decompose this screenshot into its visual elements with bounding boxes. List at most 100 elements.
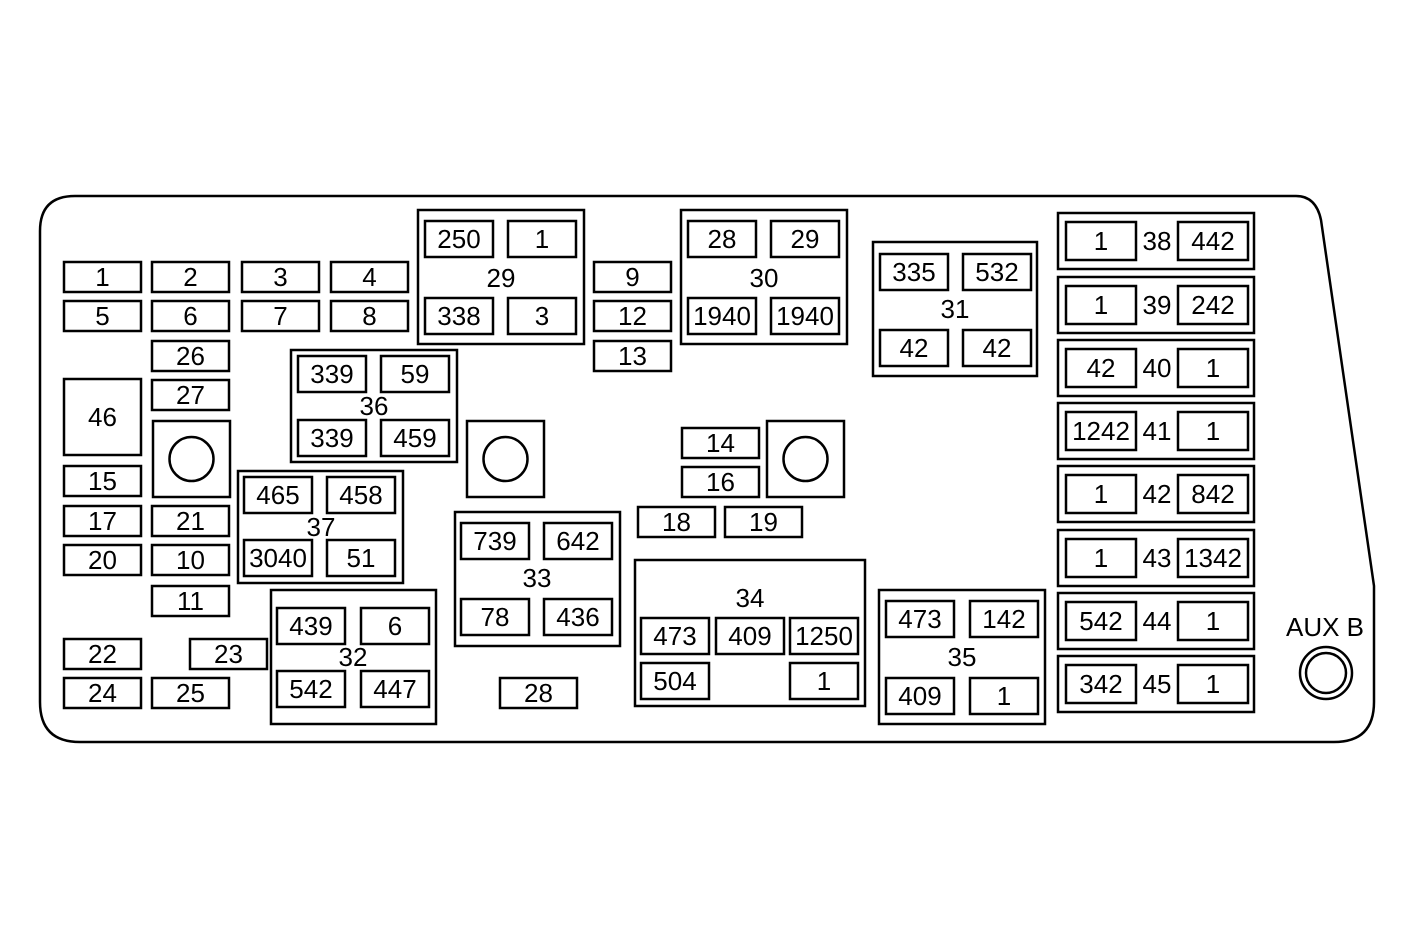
relay-2-cell-1-label: 532 bbox=[975, 257, 1018, 287]
relay-5-cell-2-label: 78 bbox=[481, 602, 510, 632]
fuse-5-label: 6 bbox=[183, 301, 197, 331]
fuse-28-box bbox=[498, 676, 579, 710]
fuse-18-label: 23 bbox=[214, 639, 243, 669]
fuse-21-box bbox=[592, 260, 673, 294]
relay-6-cell-3-box bbox=[359, 669, 431, 709]
relay-3-cell-0-label: 339 bbox=[310, 359, 353, 389]
fuse-9-box bbox=[150, 378, 231, 412]
relay-4-cell-2-label: 3040 bbox=[249, 543, 307, 573]
side-relay-5-id: 43 bbox=[1143, 543, 1172, 573]
side-relay-1-left-box bbox=[1064, 284, 1138, 326]
side-relay-1-right-label: 242 bbox=[1191, 290, 1234, 320]
side-relay-5-left-label: 1 bbox=[1094, 543, 1108, 573]
relay-7-cell-2-label: 1250 bbox=[795, 621, 853, 651]
side-relay-0-right-box bbox=[1176, 220, 1250, 262]
fuse-1-label: 2 bbox=[183, 262, 197, 292]
relay-3-id: 36 bbox=[360, 391, 389, 421]
mount-hole-2 bbox=[782, 435, 829, 483]
relay-7-cell-1-box bbox=[714, 616, 786, 656]
relay-1-cell-2-box bbox=[686, 296, 758, 336]
fuse-26-label: 18 bbox=[662, 507, 691, 537]
relay-7-cell-3-label: 504 bbox=[653, 666, 696, 696]
side-relay-5-right-label: 1342 bbox=[1184, 543, 1242, 573]
side-relay-2-right-box bbox=[1176, 347, 1250, 389]
relay-8-cell-0-box bbox=[884, 599, 956, 639]
side-relay-2-left-box bbox=[1064, 347, 1138, 389]
side-relay-3-left-label: 1242 bbox=[1072, 416, 1130, 446]
aux-b-stud-outer bbox=[1298, 645, 1354, 701]
side-relay-0-id: 38 bbox=[1143, 226, 1172, 256]
fuse-16-box bbox=[150, 584, 231, 618]
fuse-17-label: 22 bbox=[88, 639, 117, 669]
mount-hole-1 bbox=[482, 435, 529, 483]
relay-1-cell-2-label: 1940 bbox=[693, 301, 751, 331]
relay-7-cell-4-label: 1 bbox=[817, 666, 831, 696]
side-relay-4-left-box bbox=[1064, 473, 1138, 515]
fuse-9-label: 27 bbox=[176, 380, 205, 410]
fuse-5-box bbox=[150, 299, 231, 333]
relay-6-cell-2-label: 542 bbox=[289, 674, 332, 704]
fuse-11-label: 15 bbox=[88, 466, 117, 496]
relay-7-cell-1-label: 409 bbox=[728, 621, 771, 651]
relay-7-cell-0-box bbox=[639, 616, 711, 656]
relay-0-id: 29 bbox=[487, 263, 516, 293]
relay-8-cell-1-label: 142 bbox=[982, 604, 1025, 634]
side-relay-3-left-box bbox=[1064, 410, 1138, 452]
fuse-28-label: 28 bbox=[524, 678, 553, 708]
side-relay-0-left-box bbox=[1064, 220, 1138, 262]
relay-1-cell-0-box bbox=[686, 219, 758, 259]
relay-0-cell-2-box bbox=[423, 296, 495, 336]
fuse-2-box bbox=[240, 260, 321, 294]
relay-2-cell-3-box bbox=[961, 328, 1033, 368]
relay-7-cell-3-box bbox=[639, 661, 711, 701]
side-relay-6-right-label: 1 bbox=[1206, 606, 1220, 636]
relay-0-cell-0-label: 250 bbox=[437, 224, 480, 254]
relay-3-cell-2-label: 339 bbox=[310, 423, 353, 453]
fuse-27-box bbox=[723, 505, 804, 539]
fuse-14-label: 21 bbox=[176, 506, 205, 536]
relay-5-cell-0-box bbox=[459, 521, 531, 561]
fuse-17-box bbox=[62, 637, 143, 671]
fuse-4-label: 5 bbox=[95, 301, 109, 331]
side-relay-4-right-box bbox=[1176, 473, 1250, 515]
side-relay-4-left-label: 1 bbox=[1094, 479, 1108, 509]
fuse-14-box bbox=[150, 504, 231, 538]
relay-6-cell-2-box bbox=[275, 669, 347, 709]
fuse-21-label: 9 bbox=[625, 262, 639, 292]
side-relay-7-right-box bbox=[1176, 663, 1250, 705]
fuse-12-box bbox=[62, 504, 143, 538]
relay-0-cell-3-box bbox=[506, 296, 578, 336]
relay-8-cell-3-label: 1 bbox=[997, 681, 1011, 711]
mount-post-1 bbox=[465, 419, 546, 499]
relay-4-cell-1-label: 458 bbox=[339, 480, 382, 510]
relay-0-cell-0-box bbox=[423, 219, 495, 259]
side-relay-2-left-label: 42 bbox=[1087, 353, 1116, 383]
relay-5-cell-0-label: 739 bbox=[473, 526, 516, 556]
side-relay-3-right-box bbox=[1176, 410, 1250, 452]
relay-3-cell-0-box bbox=[296, 354, 368, 394]
side-relay-2-right-label: 1 bbox=[1206, 353, 1220, 383]
side-relay-0-right-label: 442 bbox=[1191, 226, 1234, 256]
fuse-10-label: 46 bbox=[88, 402, 117, 432]
fuse-22-label: 12 bbox=[618, 301, 647, 331]
side-relay-6-id: 44 bbox=[1143, 606, 1172, 636]
fuse-12-label: 17 bbox=[88, 506, 117, 536]
side-relay-6-right-box bbox=[1176, 600, 1250, 642]
relay-5-cell-1-label: 642 bbox=[556, 526, 599, 556]
relay-0-cell-2-label: 338 bbox=[437, 301, 480, 331]
relay-5-cell-2-box bbox=[459, 597, 531, 637]
fuse-26-box bbox=[636, 505, 717, 539]
relay-4-cell-2-box bbox=[242, 538, 314, 578]
side-relay-3-id: 41 bbox=[1143, 416, 1172, 446]
relay-3-cell-3-label: 459 bbox=[393, 423, 436, 453]
fuse-6-box bbox=[240, 299, 321, 333]
fuse-3-label: 4 bbox=[362, 262, 376, 292]
fuse-16-label: 11 bbox=[177, 586, 204, 616]
relay-1-id: 30 bbox=[750, 263, 779, 293]
side-relay-2-id: 40 bbox=[1143, 353, 1172, 383]
relay-8-cell-2-box bbox=[884, 676, 956, 716]
fuse-6-label: 7 bbox=[273, 301, 287, 331]
relay-3-cell-3-box bbox=[379, 418, 451, 458]
mount-hole-0 bbox=[168, 435, 215, 483]
